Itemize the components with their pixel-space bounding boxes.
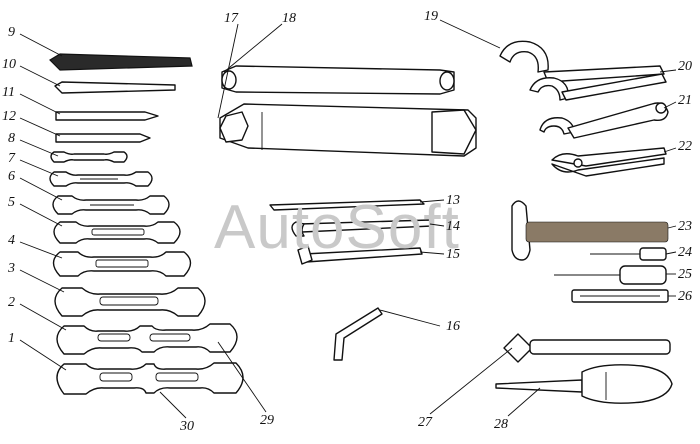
callout-5: 5	[8, 195, 15, 210]
wrench-4	[52, 251, 192, 277]
callout-24: 24	[678, 245, 692, 260]
callout-16: 16	[446, 319, 460, 334]
spanner-21	[539, 102, 669, 139]
screwdriver-24	[590, 247, 667, 261]
callout-19: 19	[424, 9, 438, 24]
leader-lines	[19, 19, 677, 419]
box-wrench-18	[221, 65, 455, 95]
callout-numbers: 9 10 11 12 8 7 6 5 4 3 2 1 30 29 17 18 1…	[2, 9, 692, 434]
callout-10: 10	[2, 57, 16, 72]
callout-12: 12	[2, 109, 16, 124]
callout-17: 17	[224, 11, 239, 26]
callout-7: 7	[8, 151, 16, 166]
callout-20: 20	[678, 59, 692, 74]
wrench-8	[50, 151, 128, 163]
callout-25: 25	[678, 267, 692, 282]
hammer-23	[511, 200, 669, 261]
wrench-3	[54, 287, 206, 317]
callout-21: 21	[678, 93, 692, 108]
wrench-7	[49, 171, 153, 187]
drift-11	[55, 111, 159, 121]
callout-14: 14	[446, 219, 460, 234]
callout-26: 26	[678, 289, 692, 304]
callout-13: 13	[446, 193, 460, 208]
wrench-1	[56, 362, 244, 395]
wrench-2	[56, 323, 238, 355]
screwdriver-28	[495, 364, 673, 404]
callout-6: 6	[8, 169, 15, 184]
callout-4: 4	[8, 233, 15, 248]
callout-11: 11	[2, 85, 15, 100]
callout-22: 22	[678, 139, 692, 154]
wrench-5	[53, 221, 181, 244]
callout-18: 18	[282, 11, 296, 26]
spanner-19	[499, 40, 665, 83]
tire-lever-10	[54, 81, 176, 94]
box-wrench-17	[219, 103, 477, 157]
callout-2: 2	[8, 295, 15, 310]
spanner-20	[529, 73, 667, 101]
callout-8: 8	[8, 131, 15, 146]
file-26	[571, 289, 669, 303]
tire-lever-9	[49, 53, 193, 71]
watermark-text: AutoSoft	[214, 193, 460, 262]
hex-key-16	[333, 307, 383, 361]
crank-27	[503, 333, 671, 363]
feeler-13	[269, 199, 425, 211]
tool-15	[297, 245, 423, 265]
callout-29: 29	[260, 413, 274, 428]
callout-1: 1	[8, 331, 15, 346]
callout-9: 9	[8, 25, 15, 40]
callout-3: 3	[7, 261, 15, 276]
callout-23: 23	[678, 219, 692, 234]
callout-15: 15	[446, 247, 460, 262]
screwdriver-25	[554, 265, 667, 285]
punch-12	[55, 133, 151, 143]
pliers-22	[551, 147, 667, 177]
callout-27: 27	[418, 415, 433, 430]
wrench-6	[52, 195, 170, 215]
tool-14	[291, 219, 433, 237]
callout-28: 28	[494, 417, 508, 432]
callout-30: 30	[179, 419, 194, 434]
